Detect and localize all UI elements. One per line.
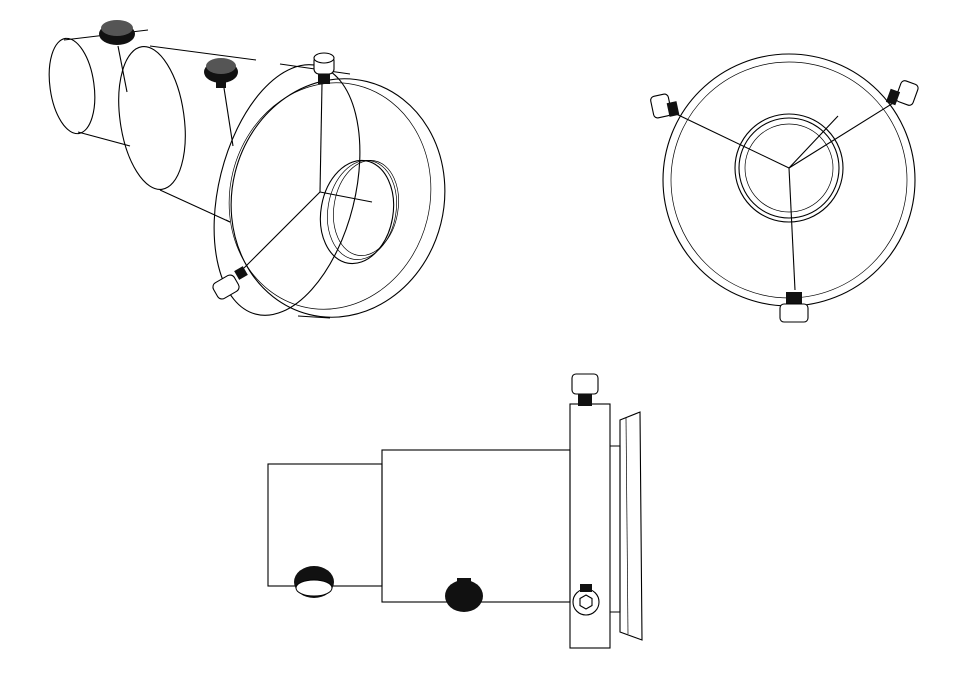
side-screw-bottom (572, 584, 600, 616)
side-rear-tube (267, 463, 383, 587)
thumb-screw-rear (99, 20, 135, 93)
side-front-plate (619, 411, 643, 641)
isometric-view (48, 20, 446, 319)
middle-tube (118, 45, 257, 223)
side-thumb-screw-middle (445, 578, 483, 612)
side-view (267, 373, 643, 649)
front-view (650, 53, 919, 323)
set-screw-top (313, 52, 335, 193)
front-screw-bottom (779, 292, 809, 323)
front-screw-left (650, 93, 680, 119)
side-thumb-screw-rear (294, 566, 334, 598)
side-middle-tube (381, 449, 571, 603)
side-screw-top (571, 373, 599, 406)
set-screw-bottom (212, 191, 373, 300)
thumb-screw-middle (204, 58, 238, 147)
rear-tube (48, 29, 149, 147)
side-step (610, 445, 621, 613)
front-flange (213, 63, 446, 319)
front-screw-right (885, 80, 919, 106)
